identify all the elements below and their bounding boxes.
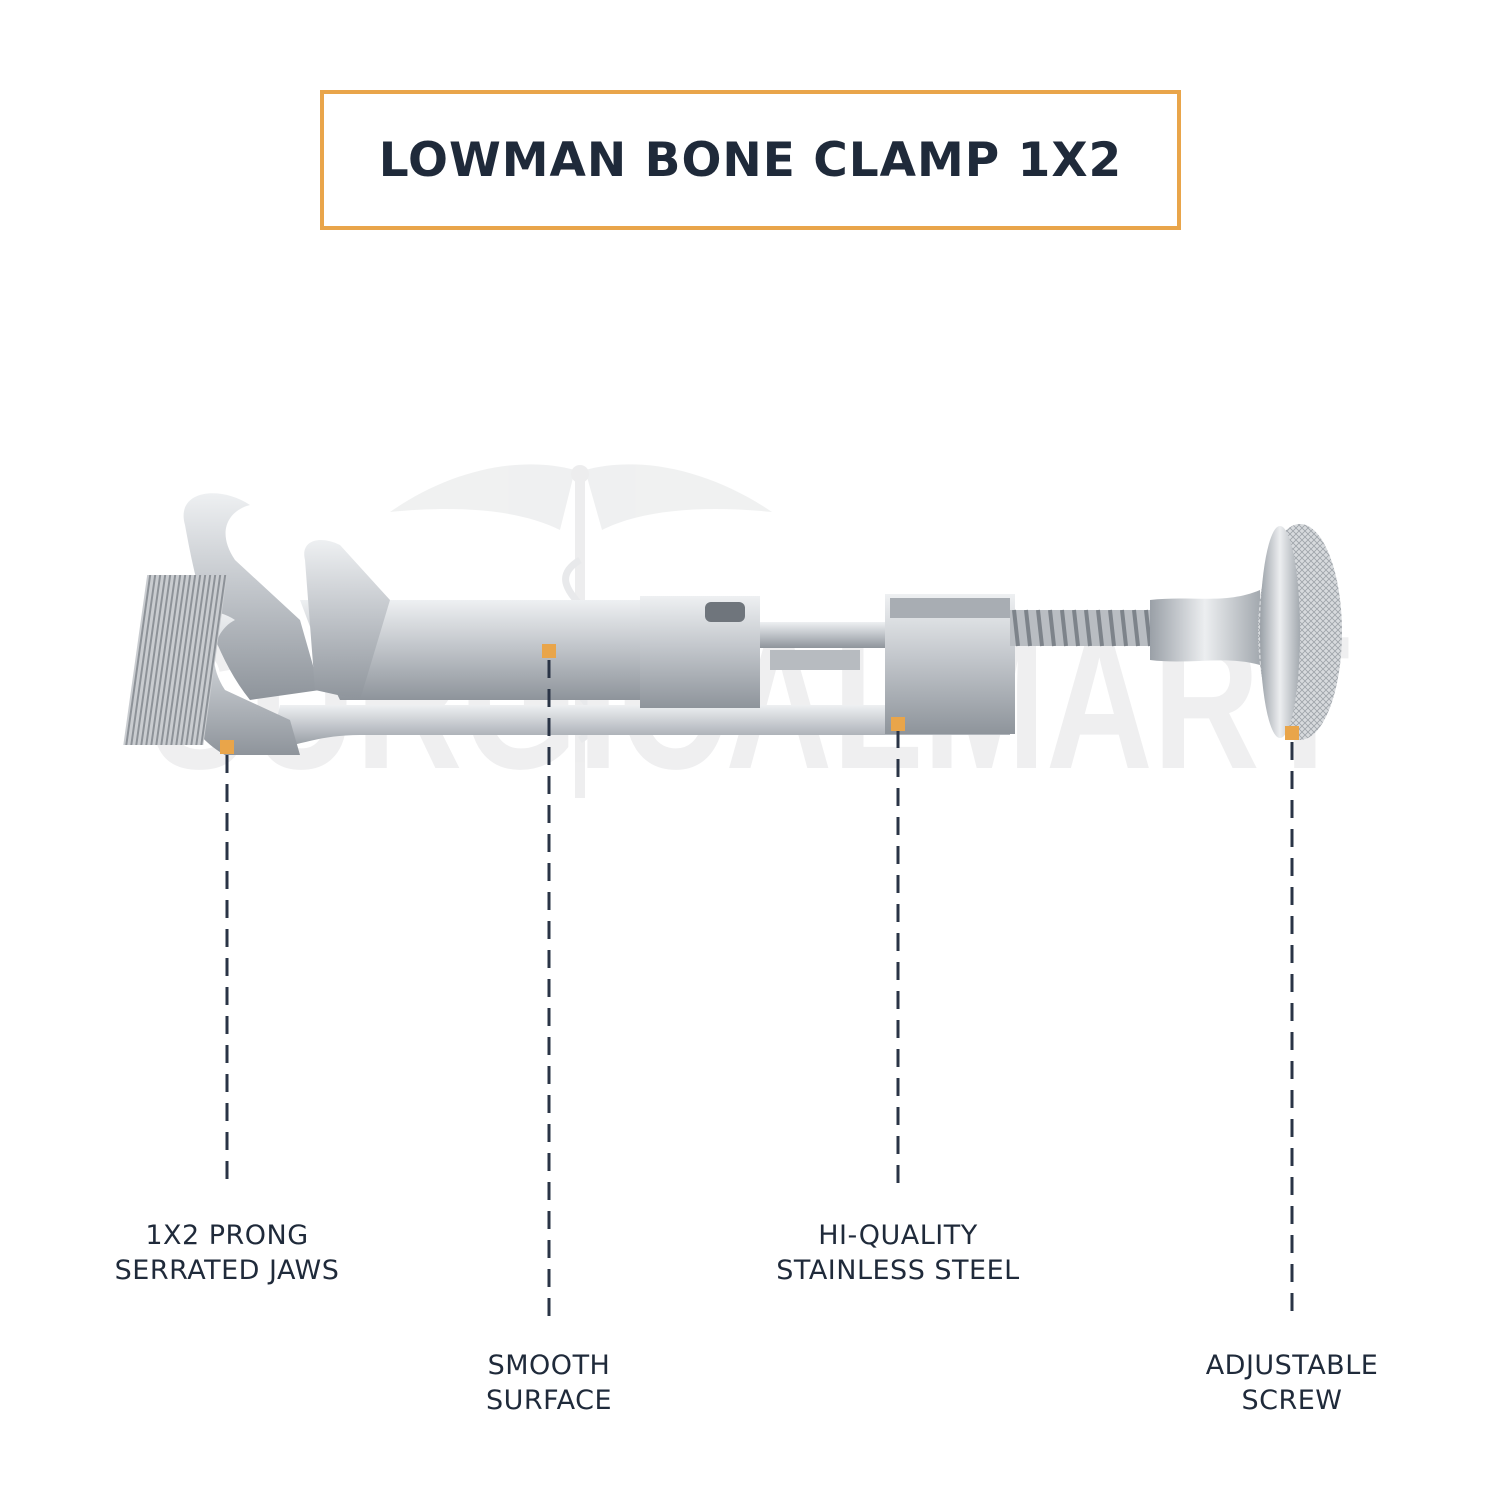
page-title: LOWMAN BONE CLAMP 1X2 — [378, 132, 1123, 188]
callout-surface-line2: SURFACE — [485, 1385, 613, 1416]
marker-surface — [542, 644, 556, 658]
serrated-jaws — [123, 493, 390, 755]
marker-screw — [1285, 726, 1299, 740]
callout-jaws-line2: SERRATED JAWS — [114, 1255, 340, 1286]
title-box: LOWMAN BONE CLAMP 1X2 — [320, 90, 1181, 230]
callout-surface-line1: SMOOTH — [487, 1350, 611, 1381]
leader-lines — [225, 660, 1294, 1318]
marker-steel — [891, 717, 905, 731]
callout-screw-line1: ADJUSTABLE — [1205, 1350, 1379, 1381]
callout-screw: ADJUSTABLE SCREW — [1112, 1348, 1472, 1418]
callout-screw-line2: SCREW — [1241, 1385, 1343, 1416]
callout-markers — [220, 644, 1299, 754]
callout-jaws-line1: 1X2 PRONG — [145, 1220, 309, 1251]
clamp-body — [123, 493, 1342, 755]
callout-surface: SMOOTH SURFACE — [369, 1348, 729, 1418]
callout-jaws: 1X2 PRONG SERRATED JAWS — [47, 1218, 407, 1288]
callout-steel: HI-QUALITY STAINLESS STEEL — [718, 1218, 1078, 1288]
screw-knob — [1258, 524, 1342, 740]
callout-steel-line1: HI-QUALITY — [818, 1220, 978, 1251]
callout-steel-line2: STAINLESS STEEL — [776, 1255, 1020, 1286]
marker-jaws — [220, 740, 234, 754]
screw-thread — [1010, 609, 1160, 647]
